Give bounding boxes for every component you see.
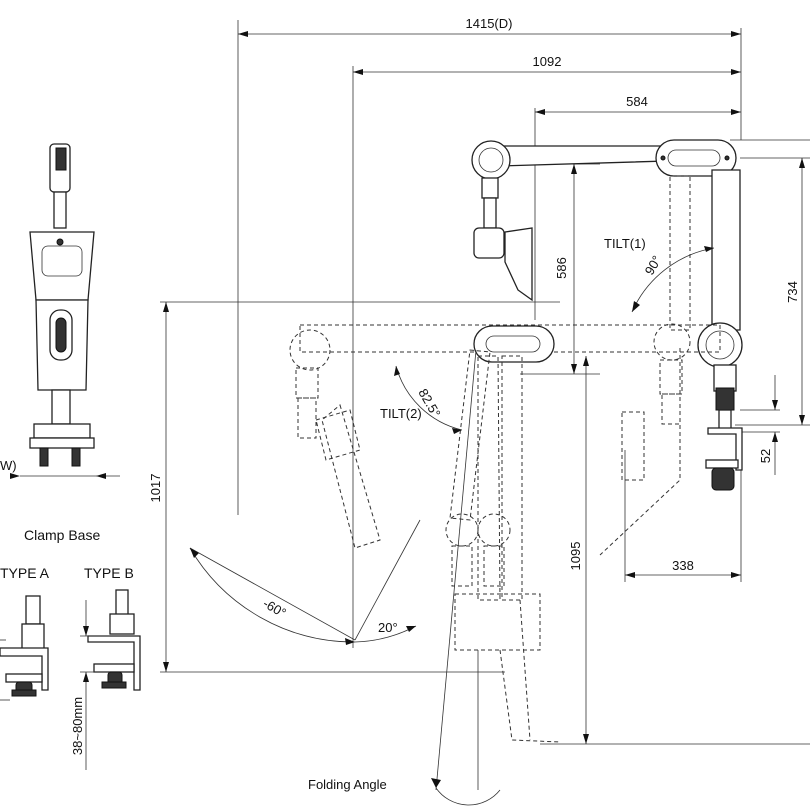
- type-a-label: TYPE A: [0, 565, 50, 581]
- tilt2-label: TILT(2): [380, 406, 422, 421]
- angle-swing: -60° 20°: [189, 519, 421, 645]
- dim-584-label: 584: [626, 94, 648, 109]
- folding-angle-label: Folding Angle: [308, 777, 387, 792]
- tilt1-angle: 90°: [642, 253, 665, 278]
- width-label: W): [0, 458, 17, 473]
- swing-negative-label: -60°: [261, 596, 289, 621]
- dimension-1092: 1092: [352, 54, 741, 648]
- clamp-range-label: 38~80mm: [70, 697, 85, 755]
- dim-52-label: 52: [758, 449, 773, 463]
- type-b-clamp: 38~80mm: [70, 589, 141, 770]
- dimension-1017: 1017: [148, 301, 560, 673]
- angle-tilt2: TILT(2) 82.5°: [380, 365, 463, 434]
- angle-tilt1: TILT(1) 90°: [604, 236, 715, 313]
- clamp-base-section: Clamp Base TYPE A TYPE B 38~80m: [0, 527, 141, 770]
- dimension-734: 734: [730, 139, 810, 426]
- type-b-label: TYPE B: [84, 565, 134, 581]
- dim-1415-label: 1415(D): [466, 16, 513, 31]
- dimension-338: 338: [624, 450, 742, 582]
- angle-folding: Folding Angle: [308, 349, 501, 806]
- dimension-52: 52: [740, 375, 780, 475]
- dimension-1095: 1095: [540, 356, 810, 745]
- dim-734-label: 734: [785, 281, 800, 303]
- clamp-base-title: Clamp Base: [24, 527, 100, 543]
- dimension-1415: 1415(D): [237, 16, 742, 515]
- arm-alternate-positions: [289, 175, 721, 743]
- dimension-584: 584: [534, 94, 741, 320]
- swing-positive-label: 20°: [378, 620, 398, 635]
- dim-1095-label: 1095: [568, 542, 583, 571]
- tilt1-label: TILT(1): [604, 236, 646, 251]
- dim-1092-label: 1092: [533, 54, 562, 69]
- dim-1017-label: 1017: [148, 474, 163, 503]
- arm-raised-position: [471, 139, 743, 491]
- dim-586-label: 586: [554, 257, 569, 279]
- dim-338-label: 338: [672, 558, 694, 573]
- front-view: W): [0, 143, 120, 479]
- type-a-clamp: [0, 595, 49, 697]
